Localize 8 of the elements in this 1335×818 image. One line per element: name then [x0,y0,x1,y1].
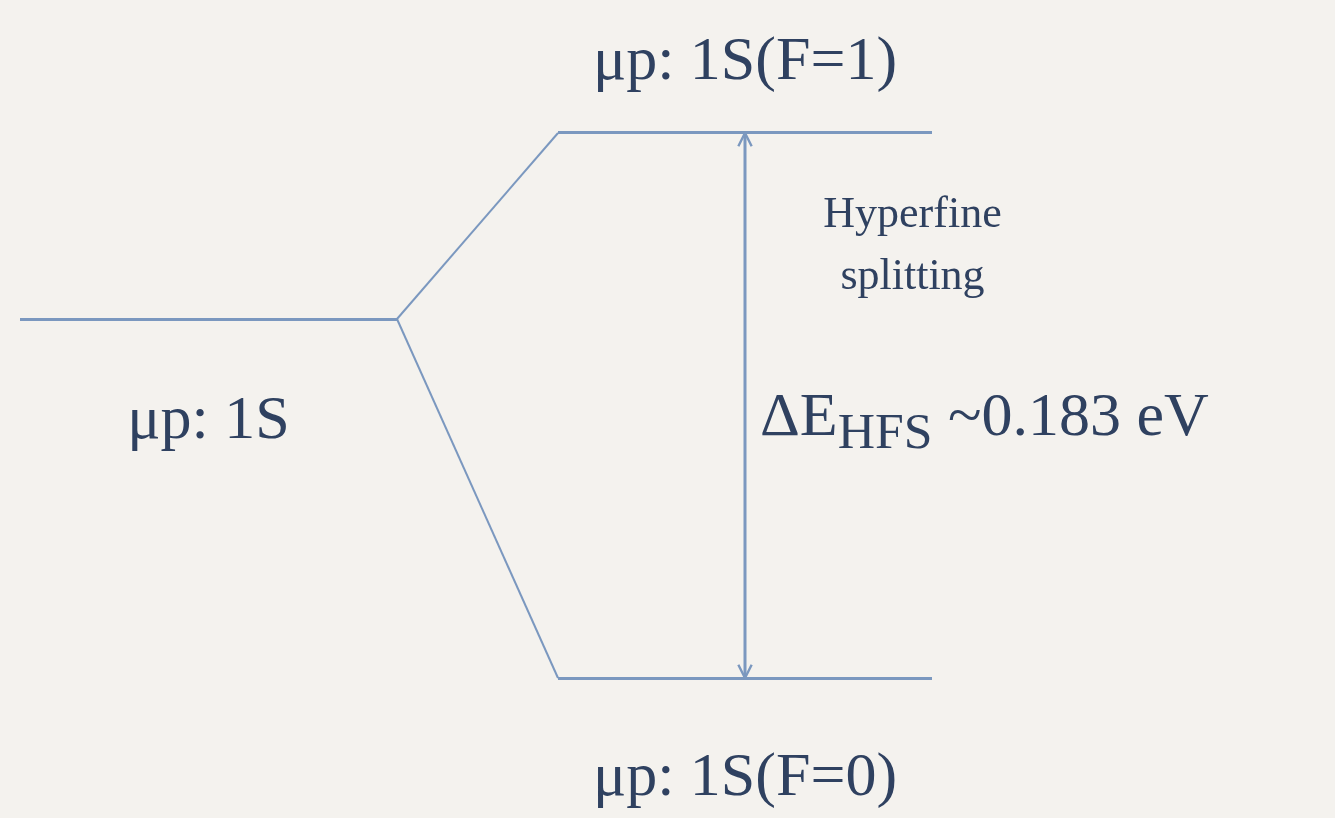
annotation-text: ΔE$_{HFS}$ ~0.183 eV [760,379,1210,462]
level-label: μp: 1S [127,382,290,453]
connector-line [396,132,559,320]
double-arrow [737,131,753,680]
level-label: μp: 1S(F=0) [592,739,898,810]
annotation-text: Hyperfine splitting [822,187,1003,301]
connector-line [396,318,559,679]
level-label: μp: 1S(F=1) [592,23,898,94]
